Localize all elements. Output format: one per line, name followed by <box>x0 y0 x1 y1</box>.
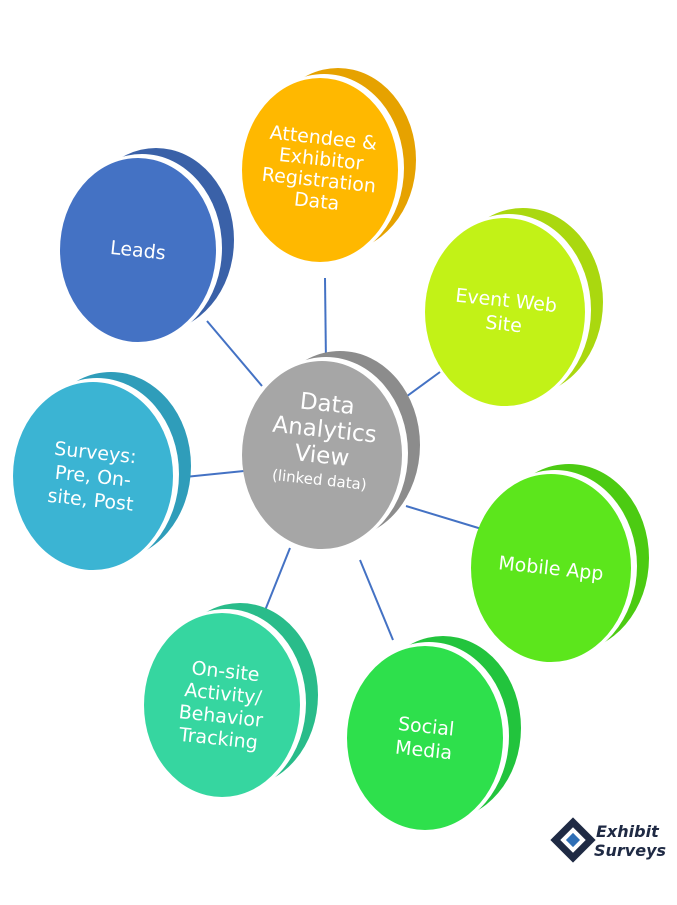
node-onsite-tracking-face <box>144 613 300 797</box>
connector-onsite-tracking <box>261 547 291 619</box>
connector-mobile-app <box>405 505 486 531</box>
logo-mark <box>550 817 596 863</box>
node-mobile-app: Mobile App <box>471 464 649 662</box>
node-event-web-site-face <box>425 218 585 406</box>
node-social-media-face <box>347 646 503 830</box>
connector-leads <box>206 320 263 387</box>
center-label-2: View <box>293 440 350 472</box>
center-label-0: Data <box>299 388 356 420</box>
logo-diamond-core <box>565 832 581 848</box>
connector-social-media <box>359 559 394 641</box>
node-event-web-site-label-1: Site <box>484 312 523 338</box>
node-mobile-app-face <box>471 474 631 662</box>
node-leads: Leads <box>60 148 234 342</box>
node-surveys: Surveys:Pre, On-site, Post <box>13 372 191 570</box>
node-leads-face <box>60 158 216 342</box>
center-face <box>242 361 402 549</box>
connector-registration <box>324 277 327 365</box>
logo-text-0: Exhibit <box>596 822 660 841</box>
node-registration-face <box>242 78 398 262</box>
logo-text-1: Surveys <box>594 841 666 860</box>
node-surveys-face <box>13 382 173 570</box>
node-registration-label-3: Data <box>293 188 340 215</box>
